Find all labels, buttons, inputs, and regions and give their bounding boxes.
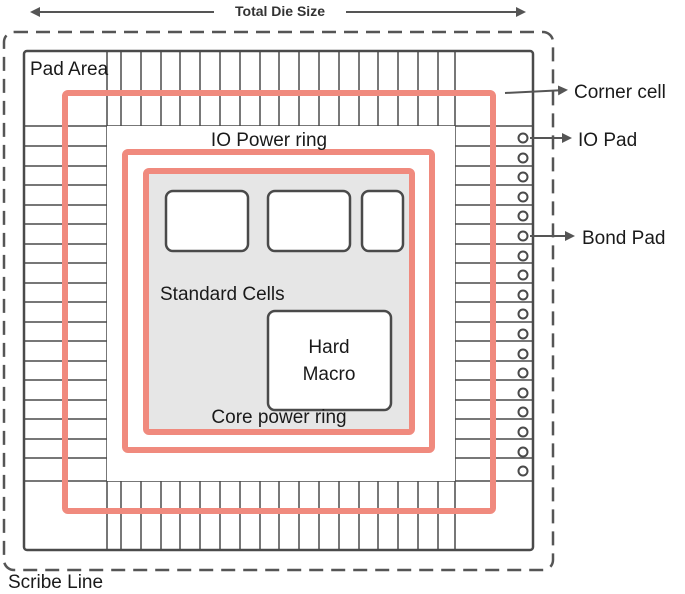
core-power-ring-outer (122, 149, 435, 453)
io-pad-label: IO Pad (578, 130, 637, 151)
bond-pad-label: Bond Pad (582, 228, 665, 249)
bond-pad-circle (517, 132, 529, 144)
scribe-line-boundary (2, 30, 555, 572)
top-pad-cells (120, 51, 439, 126)
bond-pad-circle (517, 152, 529, 164)
bond-pad-circle (517, 465, 529, 477)
bond-pad-circle (517, 387, 529, 399)
io-power-ring (62, 90, 496, 514)
corner-cell-arrow (504, 85, 568, 96)
bond-pad-circle (517, 191, 529, 203)
core-power-ring-label: Core power ring (211, 407, 346, 428)
bond-pad-circle (517, 406, 529, 418)
bond-pad-circle (517, 426, 529, 438)
hard-macro-label-line1: Hard (308, 337, 349, 358)
bottom-pad-cells (120, 481, 439, 550)
hard-macro-block (266, 309, 393, 412)
dimension-label-bg (214, 2, 346, 20)
bond-pad-circle (517, 210, 529, 222)
bond-pad-circle (517, 446, 529, 458)
bond-pad-circle (517, 367, 529, 379)
bond-pad-circle (517, 250, 529, 262)
bond-pad-circle (517, 348, 529, 360)
bond-pad-circle (517, 328, 529, 340)
macro-block-2 (266, 189, 352, 253)
bond-pad-circle (517, 269, 529, 281)
bond-pads (517, 132, 529, 477)
corner-cell-label: Corner cell (574, 82, 666, 103)
pad-area-label: Pad Area (30, 59, 109, 80)
macro-block-1 (164, 189, 250, 253)
standard-cells-label: Standard Cells (160, 284, 285, 305)
total-die-size-dimension: Total Die Size (30, 2, 526, 20)
hard-macro-label-line2: Macro (303, 364, 356, 385)
io-power-ring-label: IO Power ring (211, 130, 327, 151)
bond-pad-circle (517, 230, 529, 242)
total-die-size-label: Total Die Size (235, 3, 325, 19)
bond-pad-circle (517, 308, 529, 320)
macro-block-3 (360, 189, 405, 253)
bond-pad-circle (517, 171, 529, 183)
bond-pad-circle (517, 289, 529, 301)
scribe-line-label: Scribe Line (8, 572, 103, 593)
